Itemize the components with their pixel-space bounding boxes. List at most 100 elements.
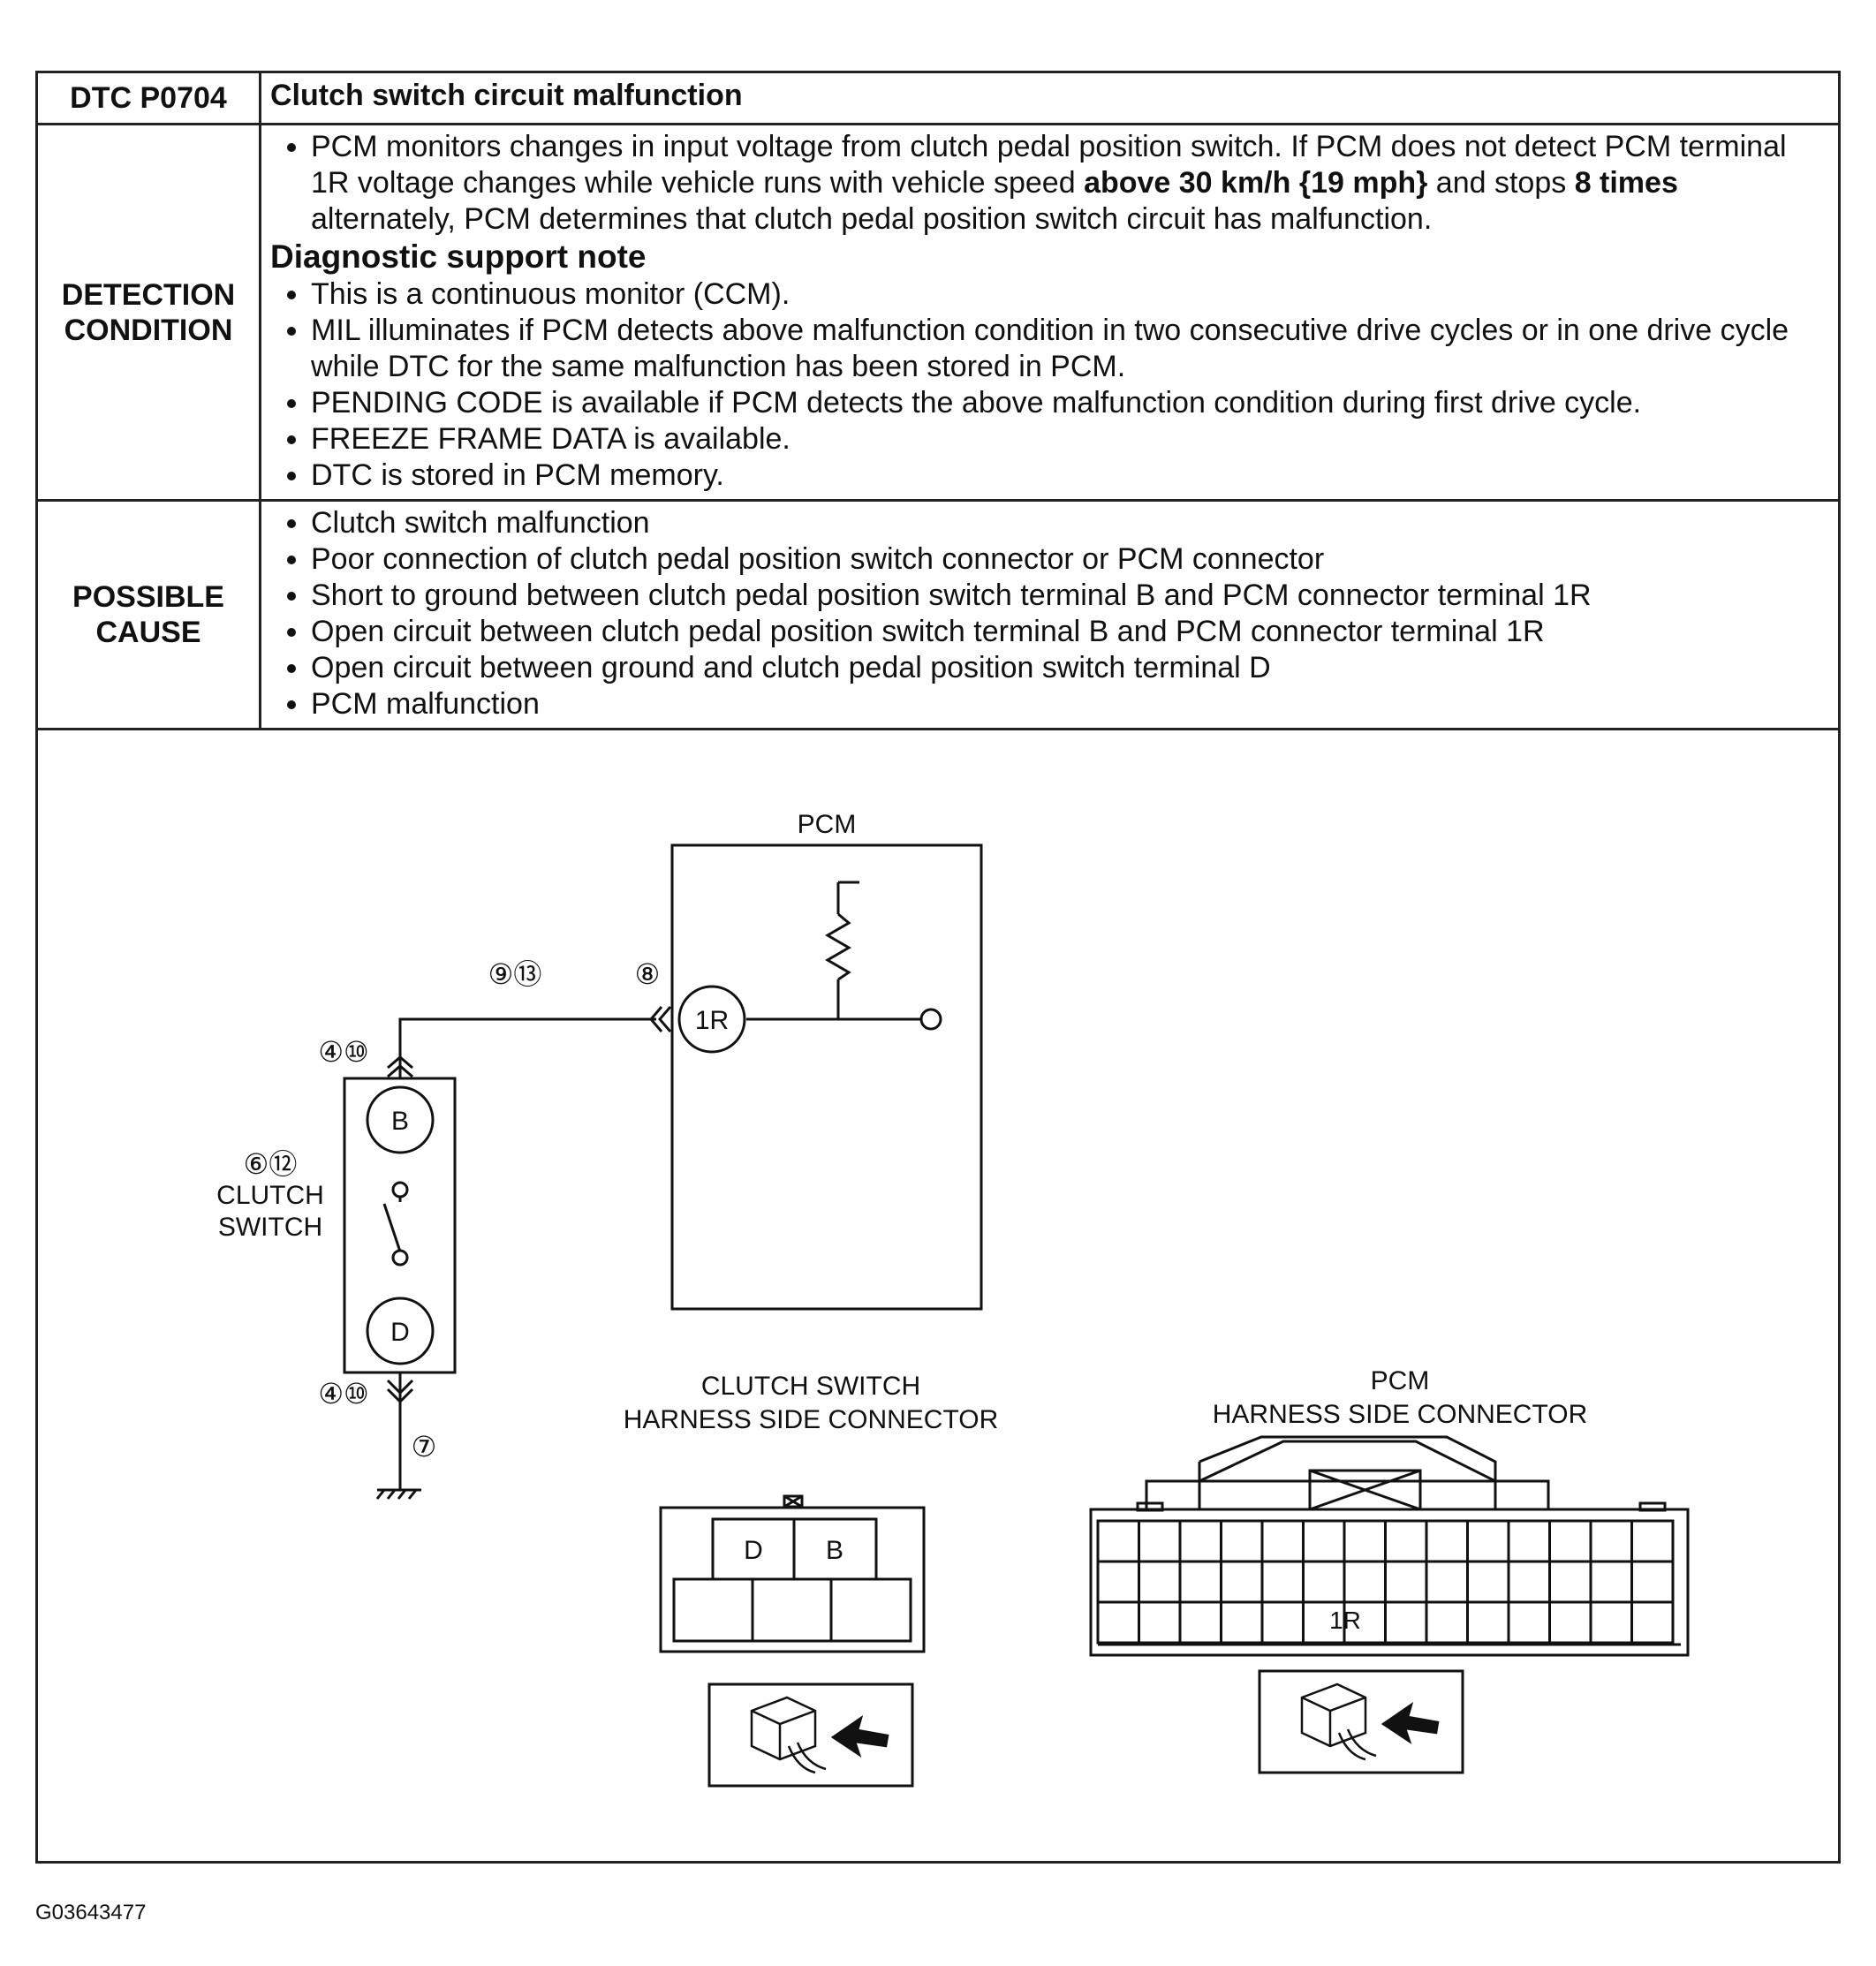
support-note-item: DTC is stored in PCM memory.: [311, 457, 1829, 494]
switch-top-chevron: [387, 1064, 413, 1078]
detection-label-line1: DETECTION: [61, 277, 236, 312]
ground-ref: ⑦: [412, 1431, 437, 1463]
dtc-title: Clutch switch circuit malfunction: [259, 71, 1841, 125]
pcm-connector-cavity: [1302, 1560, 1346, 1604]
pcm-connector-cavity: [1260, 1560, 1305, 1604]
pcm-connector-cavity: [1343, 1519, 1387, 1563]
support-note-item: PENDING CODE is available if PCM detects…: [311, 385, 1829, 421]
switch-bottom-chevron: [386, 1388, 414, 1404]
clutch-connector-bottom-row: [672, 1577, 912, 1643]
pcm-connector-title-line1: PCM: [1371, 1366, 1430, 1395]
switch-terminal-b: [366, 1085, 435, 1154]
possible-cause-list: Clutch switch malfunction Poor connectio…: [270, 505, 1829, 722]
latch-mark: [783, 1494, 803, 1509]
clutch-connector-title-line2: HARNESS SIDE CONNECTOR: [624, 1405, 999, 1434]
pcm-connector-cavity: [1096, 1600, 1140, 1645]
possible-cause-label-line1: POSSIBLE: [72, 580, 224, 614]
switch-blade-icon: [382, 1203, 402, 1252]
pcm-connector-cavity: [1630, 1519, 1675, 1563]
pcm-connector-cavity: [1384, 1600, 1428, 1645]
detection-intro: PCM monitors changes in input voltage fr…: [311, 129, 1829, 238]
pcm-connector-cavity: [1548, 1519, 1592, 1563]
clutch-connector-latch: [783, 1494, 804, 1509]
pcm-connector-cavity: [1425, 1519, 1469, 1563]
dtc-sheet: DTC P0704 Clutch switch circuit malfunct…: [35, 71, 1841, 1864]
detection-label: DETECTION CONDITION: [35, 123, 261, 502]
pcm-connector-cavity: [1384, 1519, 1428, 1563]
pcm-connector-cavity: [1589, 1519, 1633, 1563]
pcm-connector-cavity: [1260, 1519, 1305, 1563]
title-row: DTC P0704 Clutch switch circuit malfunct…: [35, 71, 1841, 125]
pcm-connector-cavity: [1507, 1519, 1551, 1563]
pcm-connector-title-line2: HARNESS SIDE CONNECTOR: [1213, 1400, 1588, 1429]
wiring-diagram: PCM 1R ⑧ ⑨⑬ ④⑩ B D ⑥⑫ CLUTCH SWITCH ④⑩ ⑦…: [216, 810, 1690, 1788]
pcm-connector-cavity: [1260, 1600, 1305, 1645]
connector-view-icon: [750, 1696, 889, 1774]
pcm-connector-cavity: [1507, 1600, 1551, 1645]
diagram-row: PCM 1R ⑧ ⑨⑬ ④⑩ B D ⑥⑫ CLUTCH SWITCH ④⑩ ⑦…: [35, 728, 1841, 1864]
pcm-connector-cavity: [1589, 1560, 1633, 1604]
pcm-connector-cavity: [1630, 1560, 1675, 1604]
pcm-connector-cavity: [1466, 1560, 1510, 1604]
pcm-connector-chevron: [658, 1006, 672, 1032]
cause-item: PCM malfunction: [311, 686, 1829, 722]
document-id: G03643477: [35, 1901, 147, 1924]
clutch-view-direction-box: [707, 1682, 914, 1788]
possible-cause-label-line2: CAUSE: [95, 616, 201, 649]
pcm-connector-cavity: [1425, 1600, 1469, 1645]
switch-top-chevron: [387, 1055, 413, 1070]
clutch-cell-d: D: [744, 1536, 763, 1565]
detection-intro-list: PCM monitors changes in input voltage fr…: [270, 129, 1829, 238]
pcm-connector-cavity: [1178, 1600, 1222, 1645]
pcm-box: [670, 843, 983, 1311]
pcm-connector-cavity: [1466, 1600, 1510, 1645]
pcm-connector-cavity: [1220, 1519, 1264, 1563]
pcm-connector-cavity: [1589, 1600, 1633, 1645]
input-terminal-icon: [919, 1008, 942, 1031]
pcm-connector-cavity: [1343, 1560, 1387, 1604]
pcm-label: PCM: [798, 810, 857, 839]
pcm-connector-cavity: [1425, 1560, 1469, 1604]
switch-contact-top: [391, 1181, 409, 1199]
dtc-table: DTC P0704 Clutch switch circuit malfunct…: [35, 71, 1841, 1864]
pcm-connector-ref: ⑧: [635, 958, 661, 990]
pcm-connector-cavity: [1466, 1519, 1510, 1563]
support-note-title: Diagnostic support note: [270, 238, 647, 275]
wire-ref: ⑨⑬: [488, 958, 542, 990]
intro-text-b: and stops: [1427, 166, 1575, 200]
pcm-connector-cavity: [1138, 1519, 1182, 1563]
support-note-item: This is a continuous monitor (CCM).: [311, 276, 1829, 313]
intro-text-a: PCM monitors changes in input voltage fr…: [311, 130, 1787, 200]
pcm-connector-cavity: [1220, 1600, 1264, 1645]
support-note-item: FREEZE FRAME DATA is available.: [311, 421, 1829, 457]
pcm-connector-cavity: [1220, 1560, 1264, 1604]
clutch-connector-title-line1: CLUTCH SWITCH: [701, 1372, 920, 1401]
pcm-connector-cavity: [1096, 1560, 1140, 1604]
detection-label-line2: CONDITION: [64, 313, 233, 347]
pcm-connector-body: [1089, 1435, 1690, 1657]
cause-item: Poor connection of clutch pedal position…: [311, 541, 1829, 578]
support-note-list: This is a continuous monitor (CCM). MIL …: [270, 276, 1829, 494]
ground-icon: [375, 1488, 421, 1500]
switch-ref: ⑥⑫: [244, 1148, 298, 1180]
possible-cause-label: POSSIBLE CAUSE: [35, 499, 261, 730]
clutch-switch-box: [343, 1077, 457, 1374]
pcm-connector-grid: [1096, 1519, 1675, 1645]
pcm-connector-cavity: [1548, 1600, 1592, 1645]
resistor-icon: [825, 912, 851, 981]
pcm-connector-cavity: [1096, 1519, 1140, 1563]
cause-item: Short to ground between clutch pedal pos…: [311, 578, 1829, 614]
cause-item: Open circuit between ground and clutch p…: [311, 650, 1829, 686]
possible-cause-row: POSSIBLE CAUSE Clutch switch malfunction…: [35, 499, 1841, 730]
switch-contact-bottom: [391, 1249, 409, 1267]
pcm-connector-cavity: [1138, 1560, 1182, 1604]
switch-bottom-chevron: [386, 1379, 414, 1395]
detection-body: PCM monitors changes in input voltage fr…: [259, 123, 1841, 502]
pcm-connector-cavity: [1630, 1600, 1675, 1645]
possible-cause-body: Clutch switch malfunction Poor connectio…: [259, 499, 1841, 730]
switch-terminal-d: [366, 1297, 435, 1365]
switch-bottom-ref: ④⑩: [318, 1378, 368, 1410]
clutch-cell-b: B: [826, 1536, 843, 1565]
pcm-connector-cavity: [1507, 1560, 1551, 1604]
terminal-d-label: D: [390, 1318, 410, 1347]
